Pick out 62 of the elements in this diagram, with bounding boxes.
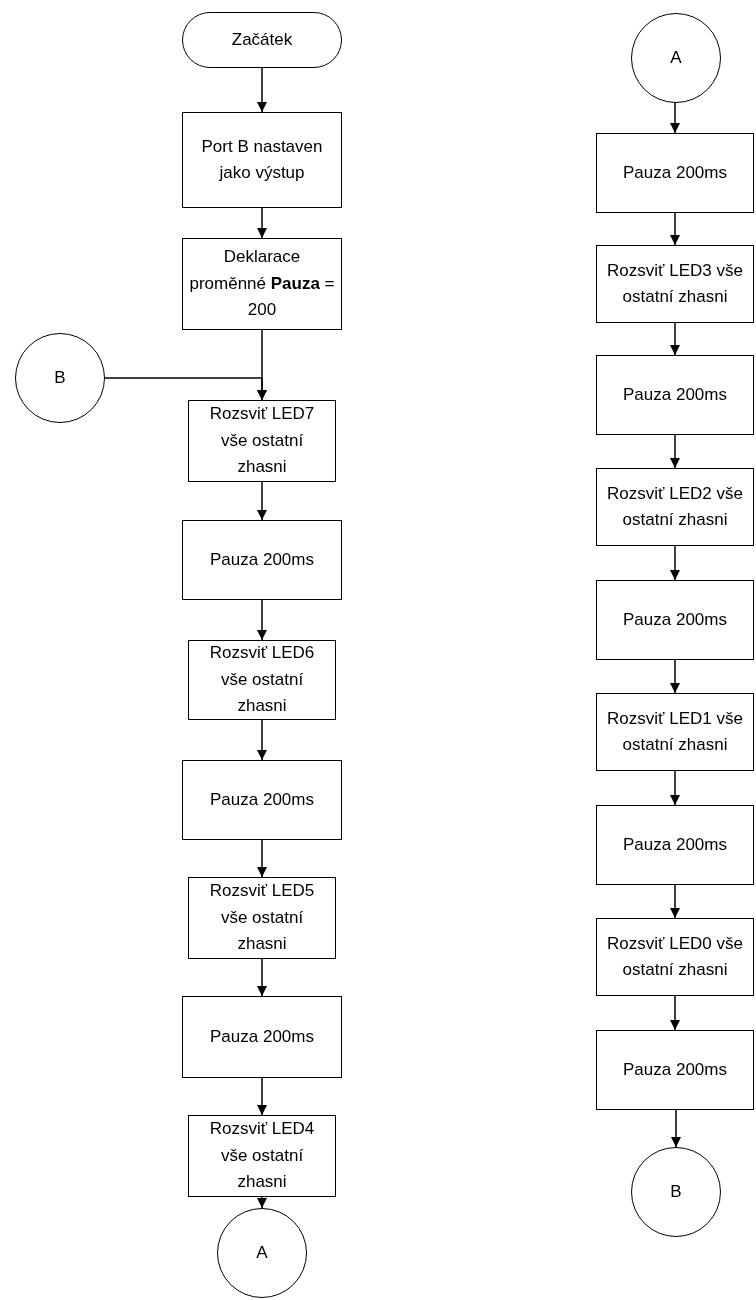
process-box (188, 640, 336, 720)
box-text: Začátek (231, 28, 293, 51)
box-text: Port B nastaven jako výstup (200, 135, 324, 184)
box-text: B (54, 366, 66, 389)
process-box (596, 1030, 754, 1110)
arrow (670, 545, 680, 581)
arrow (670, 995, 680, 1031)
arrow (257, 839, 267, 878)
box-text: Pauza 200ms (623, 383, 727, 406)
box-text: Pauza 200ms (623, 161, 727, 184)
process-box (188, 877, 336, 959)
box-text: Pauza 200ms (623, 1058, 727, 1081)
arrow (670, 884, 680, 919)
box-text: Pauza 200ms (623, 608, 727, 631)
arrow (670, 659, 680, 694)
box-text: Rozsviť LED3 vše ostatní zhasni (606, 259, 744, 308)
arrow (257, 719, 267, 761)
arrow (670, 770, 680, 806)
process-box (596, 468, 754, 546)
process-box (596, 918, 754, 996)
process-box (188, 400, 336, 482)
process-box (596, 133, 754, 213)
process-box (596, 245, 754, 323)
arrow (257, 599, 267, 641)
arrow (670, 434, 680, 469)
arrow (257, 481, 267, 521)
box-text: Rozsviť LED2 vše ostatní zhasni (606, 482, 744, 531)
arrow (104, 377, 267, 401)
process-box (596, 693, 754, 771)
box-text: Deklarace proměnné Pauza = 200 (189, 246, 335, 322)
terminator-box (182, 12, 342, 68)
process-box (182, 996, 342, 1078)
process-box (188, 1115, 336, 1197)
process-box (596, 355, 754, 435)
process-box (182, 238, 342, 330)
box-text: Rozsviť LED1 vše ostatní zhasni (606, 707, 744, 756)
process-box (182, 760, 342, 840)
box-text: A (670, 46, 682, 69)
box-text: Pauza 200ms (210, 1025, 314, 1048)
box-text: Pauza 200ms (210, 548, 314, 571)
box-text: Rozsviť LED4 vše ostatní zhasni (208, 1118, 316, 1194)
box-text: Rozsviť LED5 vše ostatní zhasni (208, 880, 316, 956)
arrow (257, 1077, 267, 1116)
process-box (596, 580, 754, 660)
box-text: Rozsviť LED7 vše ostatní zhasni (208, 403, 316, 479)
arrow (257, 207, 267, 239)
arrow (670, 102, 680, 134)
arrow (670, 212, 680, 246)
arrow (257, 67, 267, 113)
box-text: Rozsviť LED0 vše ostatní zhasni (606, 932, 744, 981)
box-text: Pauza 200ms (210, 788, 314, 811)
box-text: Rozsviť LED6 vše ostatní zhasni (208, 642, 316, 718)
process-box (182, 520, 342, 600)
arrow (257, 958, 267, 997)
arrow (257, 1196, 267, 1209)
arrow (670, 322, 680, 356)
box-text: B (670, 1180, 682, 1203)
arrow (671, 1109, 681, 1148)
box-text: Pauza 200ms (623, 833, 727, 856)
box-text: A (256, 1241, 268, 1264)
process-box (596, 805, 754, 885)
process-box (182, 112, 342, 208)
